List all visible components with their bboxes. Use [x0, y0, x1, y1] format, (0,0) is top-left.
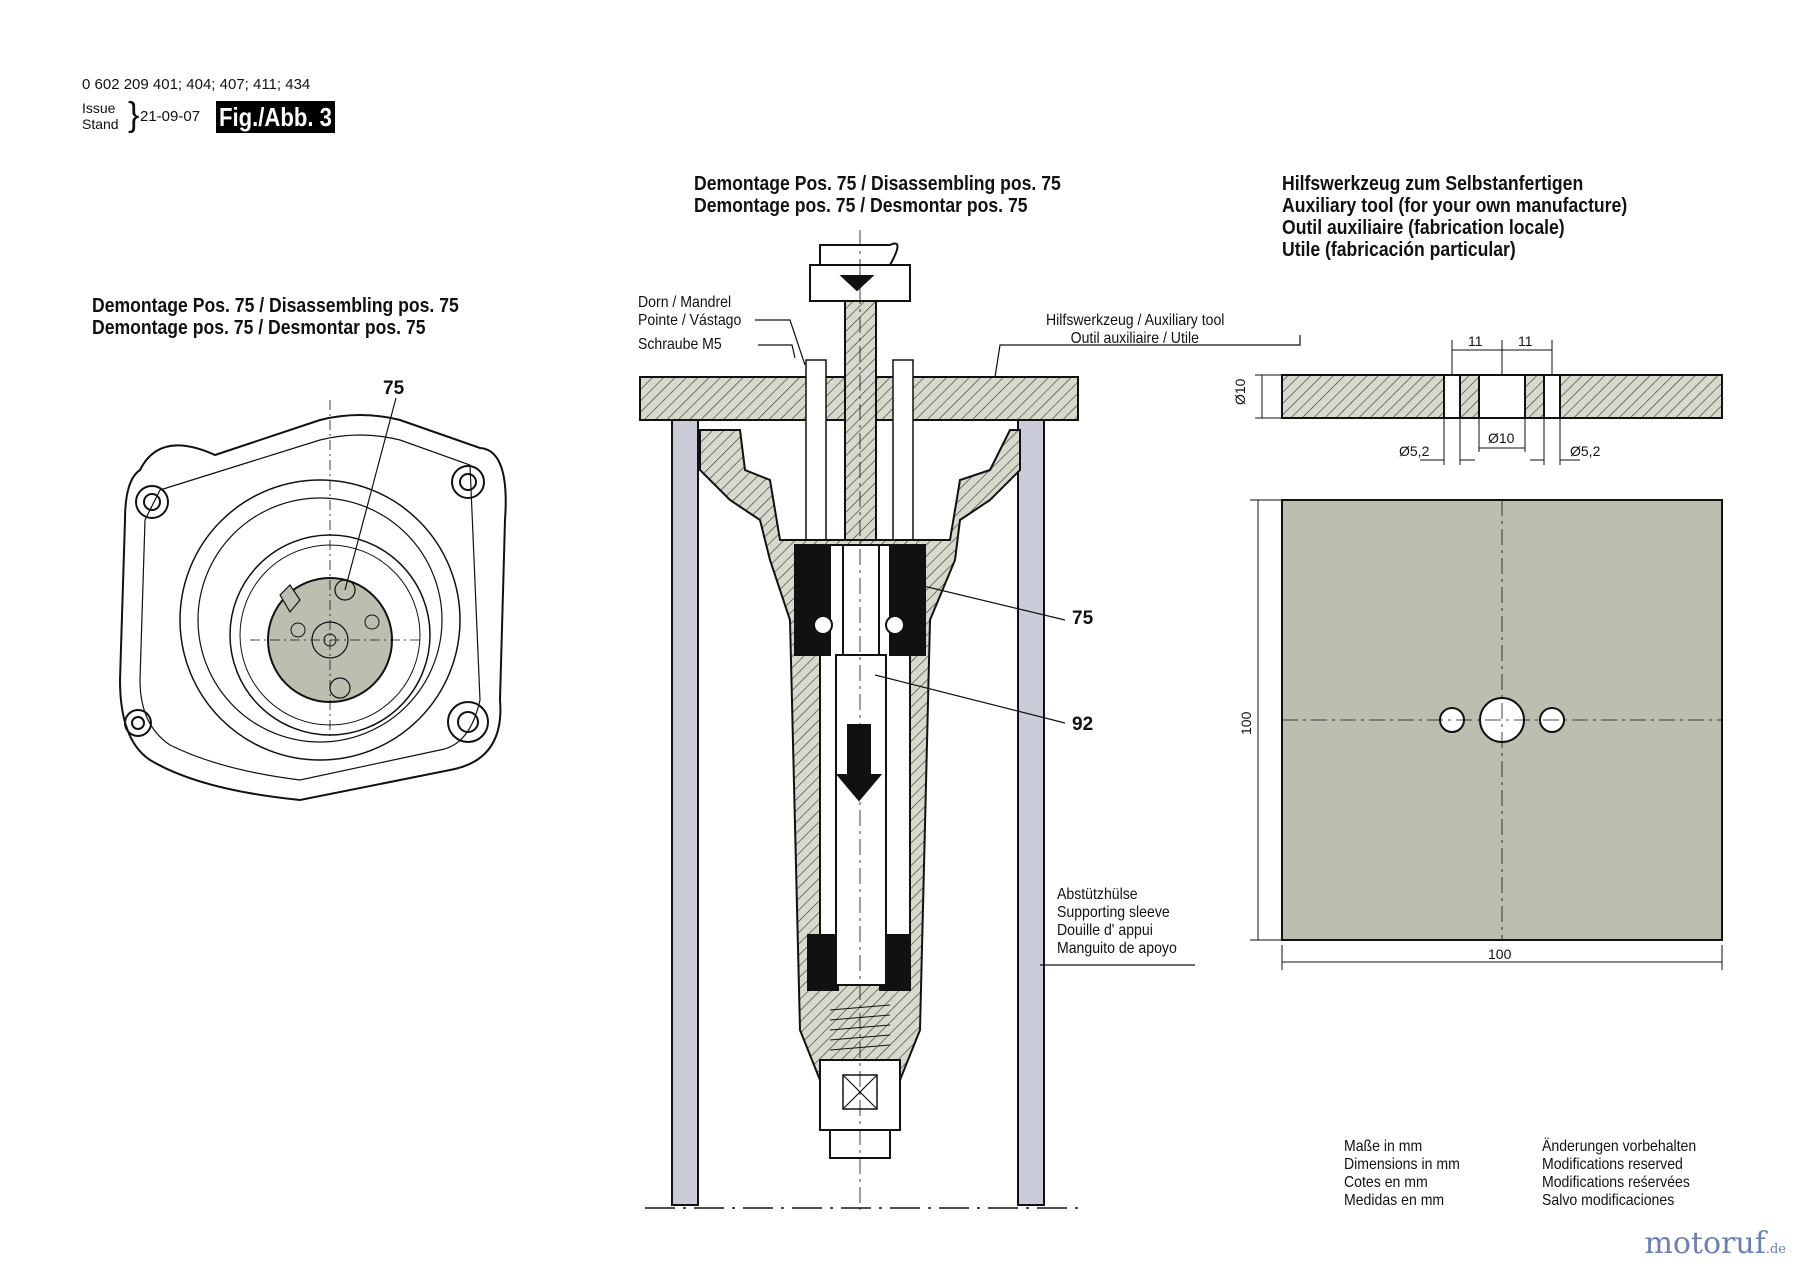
- dim-height: 100: [1238, 711, 1254, 735]
- watermark-brand: motoruf: [1644, 1226, 1766, 1261]
- right-view-title: Hilfswerkzeug zum Selbstanfertigen Auxil…: [1282, 173, 1627, 261]
- figure-label: Fig./Abb. 3: [216, 101, 335, 133]
- dim-hole-right: Ø5,2: [1570, 443, 1601, 459]
- right-title-line3: Outil auxiliaire (fabrication locale): [1282, 217, 1565, 239]
- sleeve-line1: Abstützhülse: [1057, 886, 1138, 903]
- dim-11-left: 11: [1468, 333, 1483, 349]
- units-line4: Medidas en mm: [1344, 1192, 1445, 1209]
- label-supporting-sleeve: Abstützhülse Supporting sleeve Douille d…: [1057, 886, 1177, 958]
- center-title-line2: Demontage pos. 75 / Desmontar pos. 75: [694, 195, 1028, 217]
- label-dorn-1: Dorn / Mandrel: [638, 294, 732, 311]
- dim-11-right: 11: [1518, 333, 1533, 349]
- mod-line4: Salvo modificaciones: [1542, 1192, 1675, 1209]
- dim-width: 100: [1488, 946, 1512, 962]
- left-callout-75: 75: [383, 378, 405, 399]
- units-line2: Dimensions in mm: [1344, 1156, 1460, 1173]
- dim-thickness: Ø10: [1232, 378, 1248, 405]
- right-title-line1: Hilfswerkzeug zum Selbstanfertigen: [1282, 173, 1584, 195]
- auxiliary-tool-drawing: [1250, 340, 1723, 970]
- label-aux-1: Hilfswerkzeug / Auxiliary tool: [1046, 312, 1225, 329]
- issue-label: Issue: [82, 100, 116, 116]
- left-view-title: Demontage Pos. 75 / Disassembling pos. 7…: [92, 295, 459, 339]
- mod-line1: Änderungen vorbehalten: [1542, 1138, 1697, 1155]
- left-title-line1: Demontage Pos. 75 / Disassembling pos. 7…: [92, 295, 459, 317]
- issue-date: 21-09-07: [140, 108, 201, 125]
- mod-line3: Modifications reśervées: [1542, 1174, 1690, 1191]
- label-aux-2: Outil auxiliaire / Utile: [1070, 330, 1199, 347]
- dim-center-hole: Ø10: [1488, 430, 1515, 446]
- label-mandrel: Dorn / Mandrel Pointe / Vástago: [638, 294, 741, 330]
- units-line3: Cotes en mm: [1344, 1174, 1428, 1191]
- housing-top-view: [118, 397, 507, 802]
- brace: }: [128, 96, 140, 134]
- assembly-section-view: [639, 230, 1301, 1210]
- modifications-legend: Änderungen vorbehalten Modifications res…: [1542, 1138, 1696, 1210]
- watermark-tld: .de: [1765, 1242, 1786, 1257]
- stand-label: Stand: [82, 116, 119, 132]
- label-dorn-2: Pointe / Vástago: [638, 312, 742, 329]
- right-title-line4: Utile (fabricación particular): [1282, 239, 1516, 261]
- label-aux-tool: Hilfswerkzeug / Auxiliary tool Outil aux…: [1046, 312, 1224, 348]
- center-callout-75: 75: [1072, 608, 1094, 629]
- sleeve-line2: Supporting sleeve: [1057, 904, 1170, 921]
- label-screw: Schraube M5: [638, 336, 722, 353]
- part-numbers: 0 602 209 401; 404; 407; 411; 434: [82, 76, 311, 93]
- center-view-title: Demontage Pos. 75 / Disassembling pos. 7…: [694, 173, 1061, 217]
- right-title-line2: Auxiliary tool (for your own manufacture…: [1282, 195, 1628, 217]
- center-title-line1: Demontage Pos. 75 / Disassembling pos. 7…: [694, 173, 1061, 195]
- units-line1: Maße in mm: [1344, 1138, 1423, 1155]
- sleeve-line4: Manguito de apoyo: [1057, 940, 1177, 957]
- watermark-logo: motoruf.de: [1644, 1226, 1786, 1261]
- sleeve-line3: Douille d' appui: [1057, 922, 1153, 939]
- dim-hole-left: Ø5,2: [1399, 443, 1430, 459]
- issue-stand-label: Issue Stand: [82, 100, 119, 132]
- left-title-line2: Demontage pos. 75 / Desmontar pos. 75: [92, 317, 426, 339]
- center-callout-92: 92: [1072, 714, 1094, 735]
- mod-line2: Modifications reserved: [1542, 1156, 1683, 1173]
- units-legend: Maße in mm Dimensions in mm Cotes en mm …: [1344, 1138, 1460, 1210]
